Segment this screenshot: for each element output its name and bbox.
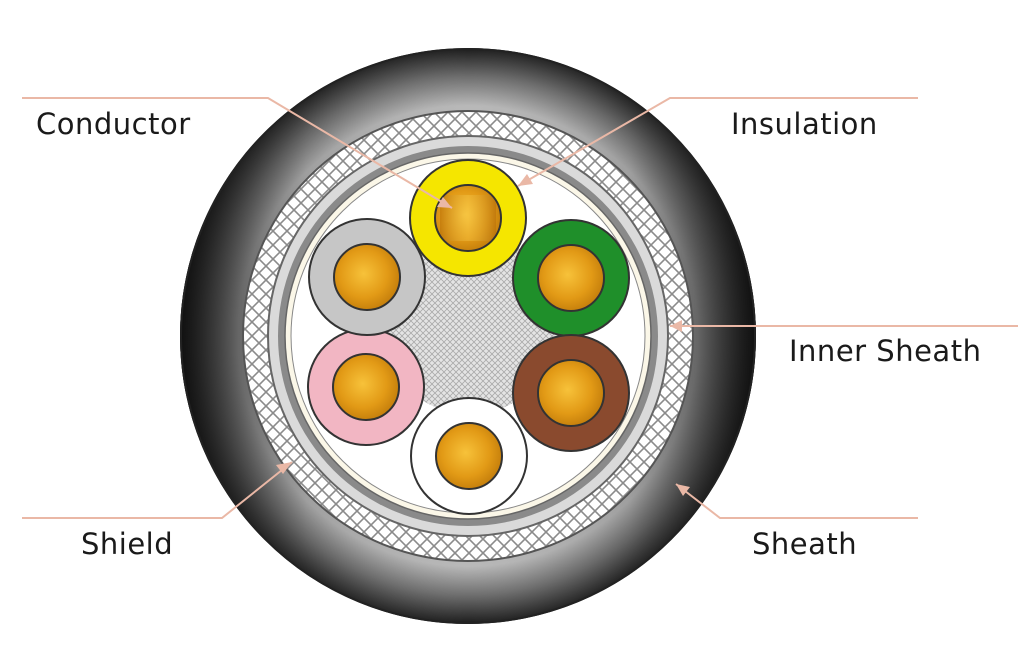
leader-lines xyxy=(22,97,1018,519)
core-pink xyxy=(307,328,425,446)
label-insulation: Insulation xyxy=(731,107,878,141)
leader-sheath xyxy=(675,483,918,519)
label-inner-sheath: Inner Sheath xyxy=(789,334,982,368)
arrow-inner-sheath xyxy=(670,320,682,332)
label-shield: Shield xyxy=(81,527,174,561)
arrow-sheath xyxy=(676,484,690,496)
arrow-shield xyxy=(276,462,292,474)
leader-arrowheads xyxy=(276,174,690,496)
arrow-insulation xyxy=(518,174,533,186)
core-brown xyxy=(512,334,630,452)
core-green xyxy=(512,219,630,337)
label-sheath: Sheath xyxy=(752,527,858,561)
core-white xyxy=(410,397,528,515)
label-conductor: Conductor xyxy=(36,107,191,141)
arrow-conductor xyxy=(437,197,452,208)
leader-insulation xyxy=(517,97,918,187)
leader-conductor xyxy=(22,97,453,209)
core-yellow xyxy=(409,159,527,277)
leader-shield xyxy=(22,461,293,519)
core-gray xyxy=(308,218,426,336)
